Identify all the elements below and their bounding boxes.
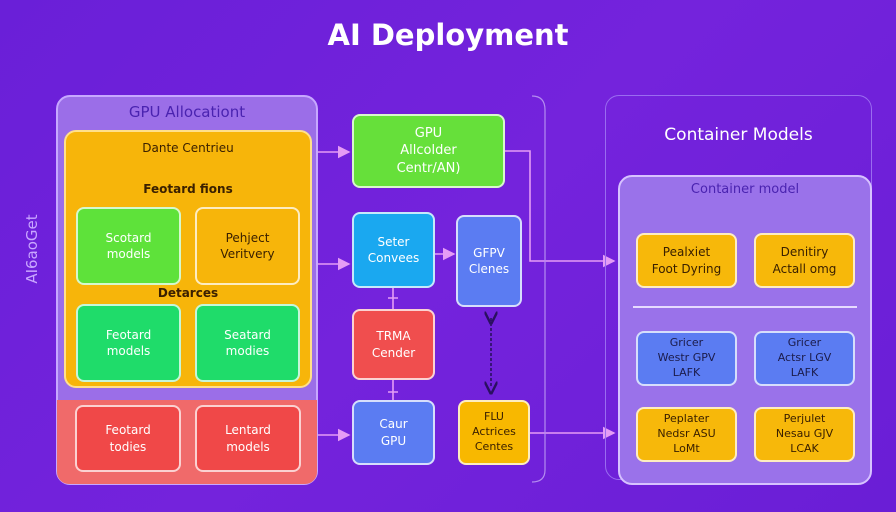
container-box[interactable]: Perjulet Nesau GJV LCAK bbox=[754, 407, 855, 462]
link-1 bbox=[388, 288, 398, 309]
gpu-allocator-box[interactable]: GPU Allcolder Centr/AN) bbox=[352, 114, 505, 188]
model-box[interactable]: Feotard todies bbox=[75, 405, 181, 472]
container-box[interactable]: Gricer Actsr LGV LAFK bbox=[754, 331, 855, 386]
gfpv-box[interactable]: GFPV Clenes bbox=[456, 215, 522, 307]
page-title: AI Deployment bbox=[327, 18, 569, 52]
container-box[interactable]: Denitiry Actall omg bbox=[754, 233, 855, 288]
divider-line bbox=[531, 95, 546, 483]
seter-box[interactable]: Seter Convees bbox=[352, 212, 435, 288]
model-box[interactable]: Feotard models bbox=[76, 304, 181, 382]
section-label: Detarces bbox=[157, 286, 219, 300]
container-model-title: Container model bbox=[690, 182, 800, 197]
gpu-allocation-title: GPU Allocationt bbox=[128, 103, 246, 121]
trma-box[interactable]: TRMA Cender bbox=[352, 309, 435, 380]
divider bbox=[633, 306, 857, 308]
arrow-5 bbox=[505, 150, 616, 268]
orange-header: Dante Centrieu bbox=[142, 141, 234, 155]
container-box[interactable]: Pealxiet Foot Dyring bbox=[636, 233, 737, 288]
model-box[interactable]: Seatard modies bbox=[195, 304, 300, 382]
container-box[interactable]: Gricer Westr GPV LAFK bbox=[636, 331, 737, 386]
flu-box[interactable]: FLU Actrices Centes bbox=[458, 400, 530, 465]
caur-box[interactable]: Caur GPU bbox=[352, 400, 435, 465]
model-box[interactable]: Scotard models bbox=[76, 207, 181, 285]
model-box[interactable]: Pehject Veritvery bbox=[195, 207, 300, 285]
section-label: Feotard fions bbox=[143, 182, 233, 196]
container-models-title: Container Models bbox=[664, 125, 813, 145]
link-2 bbox=[388, 380, 398, 400]
container-box[interactable]: Peplater Nedsr ASU LoMt bbox=[636, 407, 737, 462]
model-box[interactable]: Lentard models bbox=[195, 405, 301, 472]
